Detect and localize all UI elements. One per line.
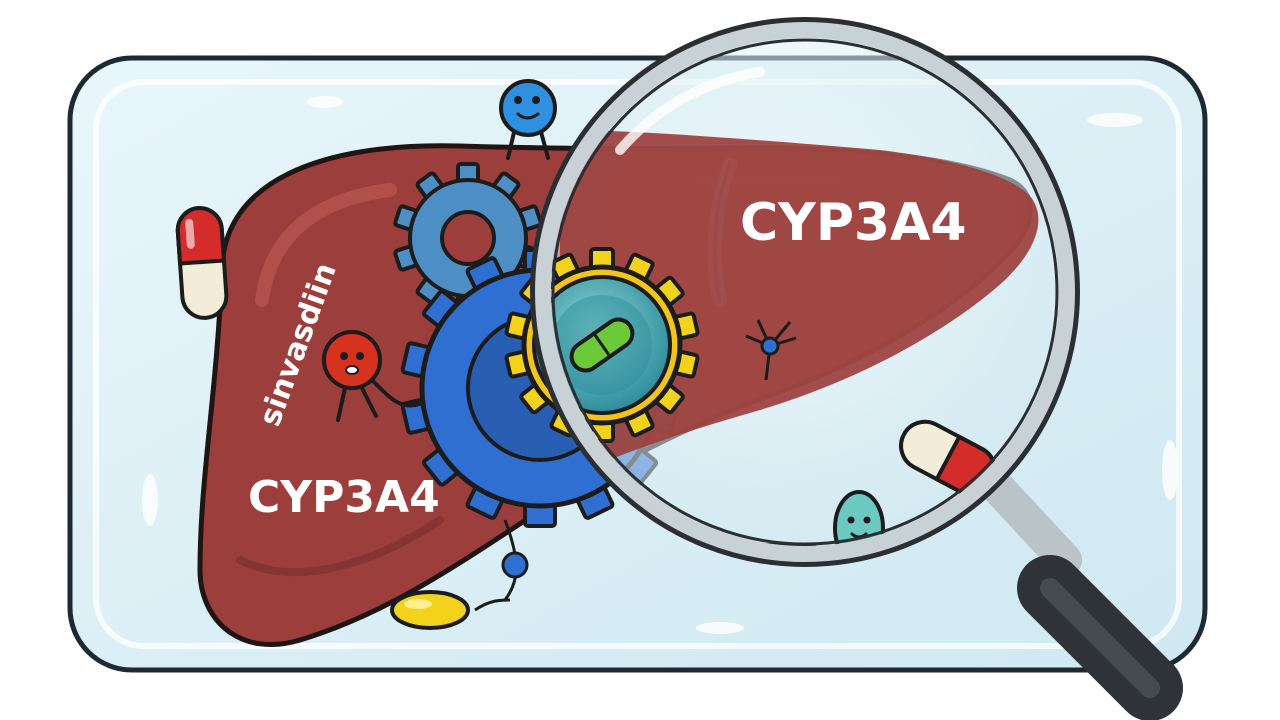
panel-sparkles xyxy=(142,96,1178,634)
yellow-oval-pill xyxy=(390,519,529,630)
enzyme-label-bottom: CYP3A4 xyxy=(248,472,440,523)
neuron-character xyxy=(745,319,797,381)
magnifying-glass-icon xyxy=(530,17,1080,567)
gear-hole xyxy=(440,210,496,266)
red-molecule-character xyxy=(322,330,422,422)
magnifying-glass-handle xyxy=(983,473,1183,720)
capsule-icon-green xyxy=(569,317,635,373)
enzyme-label-top: CYP3A4 xyxy=(740,193,967,253)
blue-molecule-character xyxy=(499,79,557,160)
capsule-icon xyxy=(175,206,229,320)
